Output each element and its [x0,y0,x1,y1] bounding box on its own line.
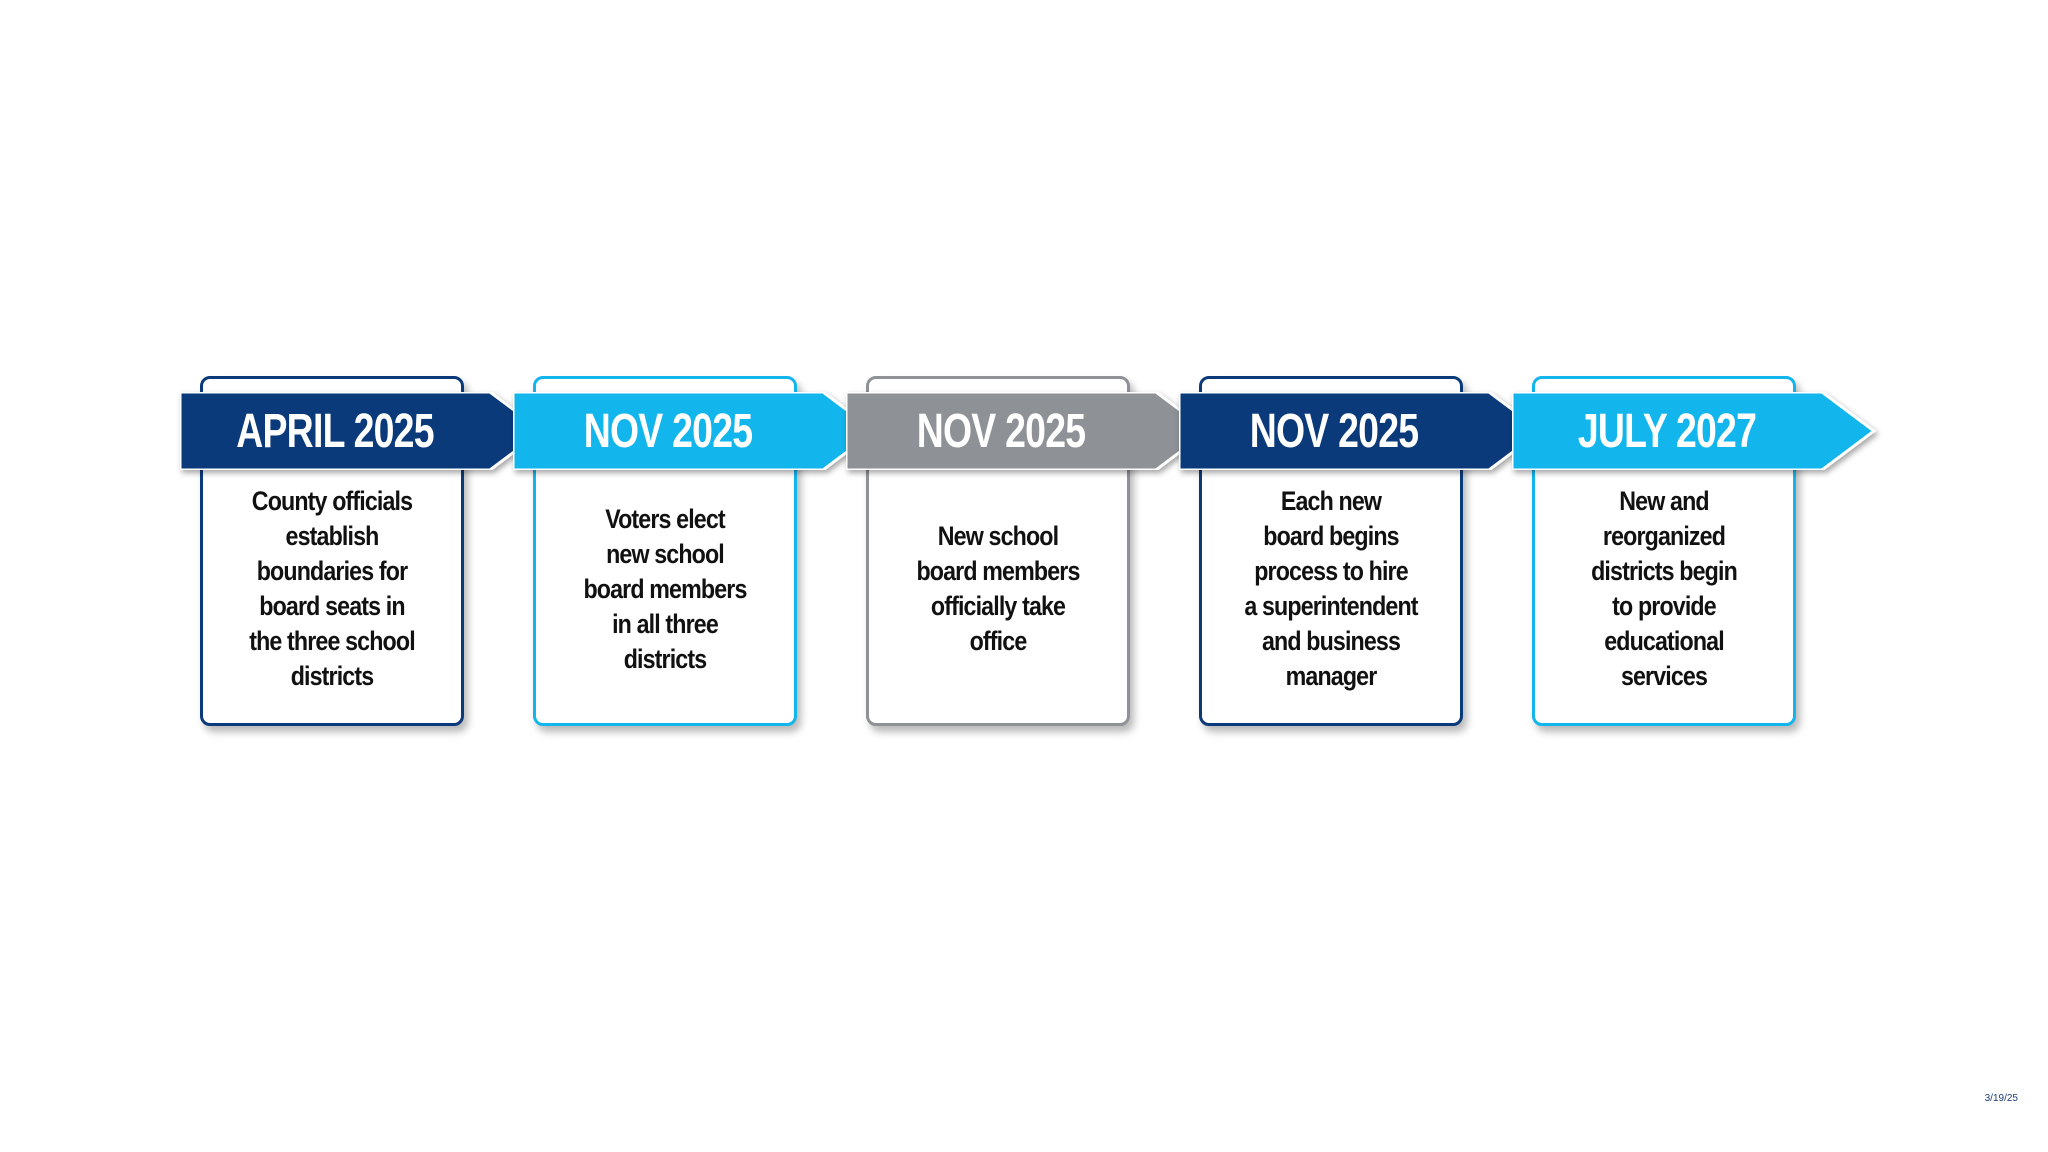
step-description: New and reorganized districts begin to p… [1591,486,1738,691]
arrow-shape [1512,392,1877,470]
date-arrow-banner: NOV 2025 [846,392,1218,470]
date-arrow-banner: NOV 2025 [1179,392,1551,470]
footer-date: 3/19/25 [1984,1093,2018,1104]
step-date: NOV 2025 [1249,404,1419,458]
step-description: County officials establish boundaries fo… [249,486,415,691]
step-description: Voters elect new school board members in… [583,503,747,674]
date-arrow-banner: APRIL 2025 [180,392,552,470]
step-date: APRIL 2025 [236,404,434,458]
timeline-step-nov-2025-hiring: Each new board begins process to hire a … [1179,376,1544,732]
step-date: NOV 2025 [583,404,753,458]
timeline-step-april-2025: County officials establish boundaries fo… [180,376,545,732]
step-date: NOV 2025 [916,404,1086,458]
step-date: JULY 2027 [1577,404,1757,458]
arrow-fill [1512,392,1877,470]
step-description: New school board members officially take… [916,521,1080,656]
date-arrow-banner: NOV 2025 [513,392,885,470]
step-description: Each new board begins process to hire a … [1244,486,1418,691]
timeline-step-nov-2025-office: New school board members officially take… [846,376,1211,732]
date-arrow-banner: JULY 2027 [1512,392,1884,470]
timeline-step-july-2027: New and reorganized districts begin to p… [1512,376,1877,732]
timeline-step-nov-2025-election: Voters elect new school board members in… [513,376,878,732]
